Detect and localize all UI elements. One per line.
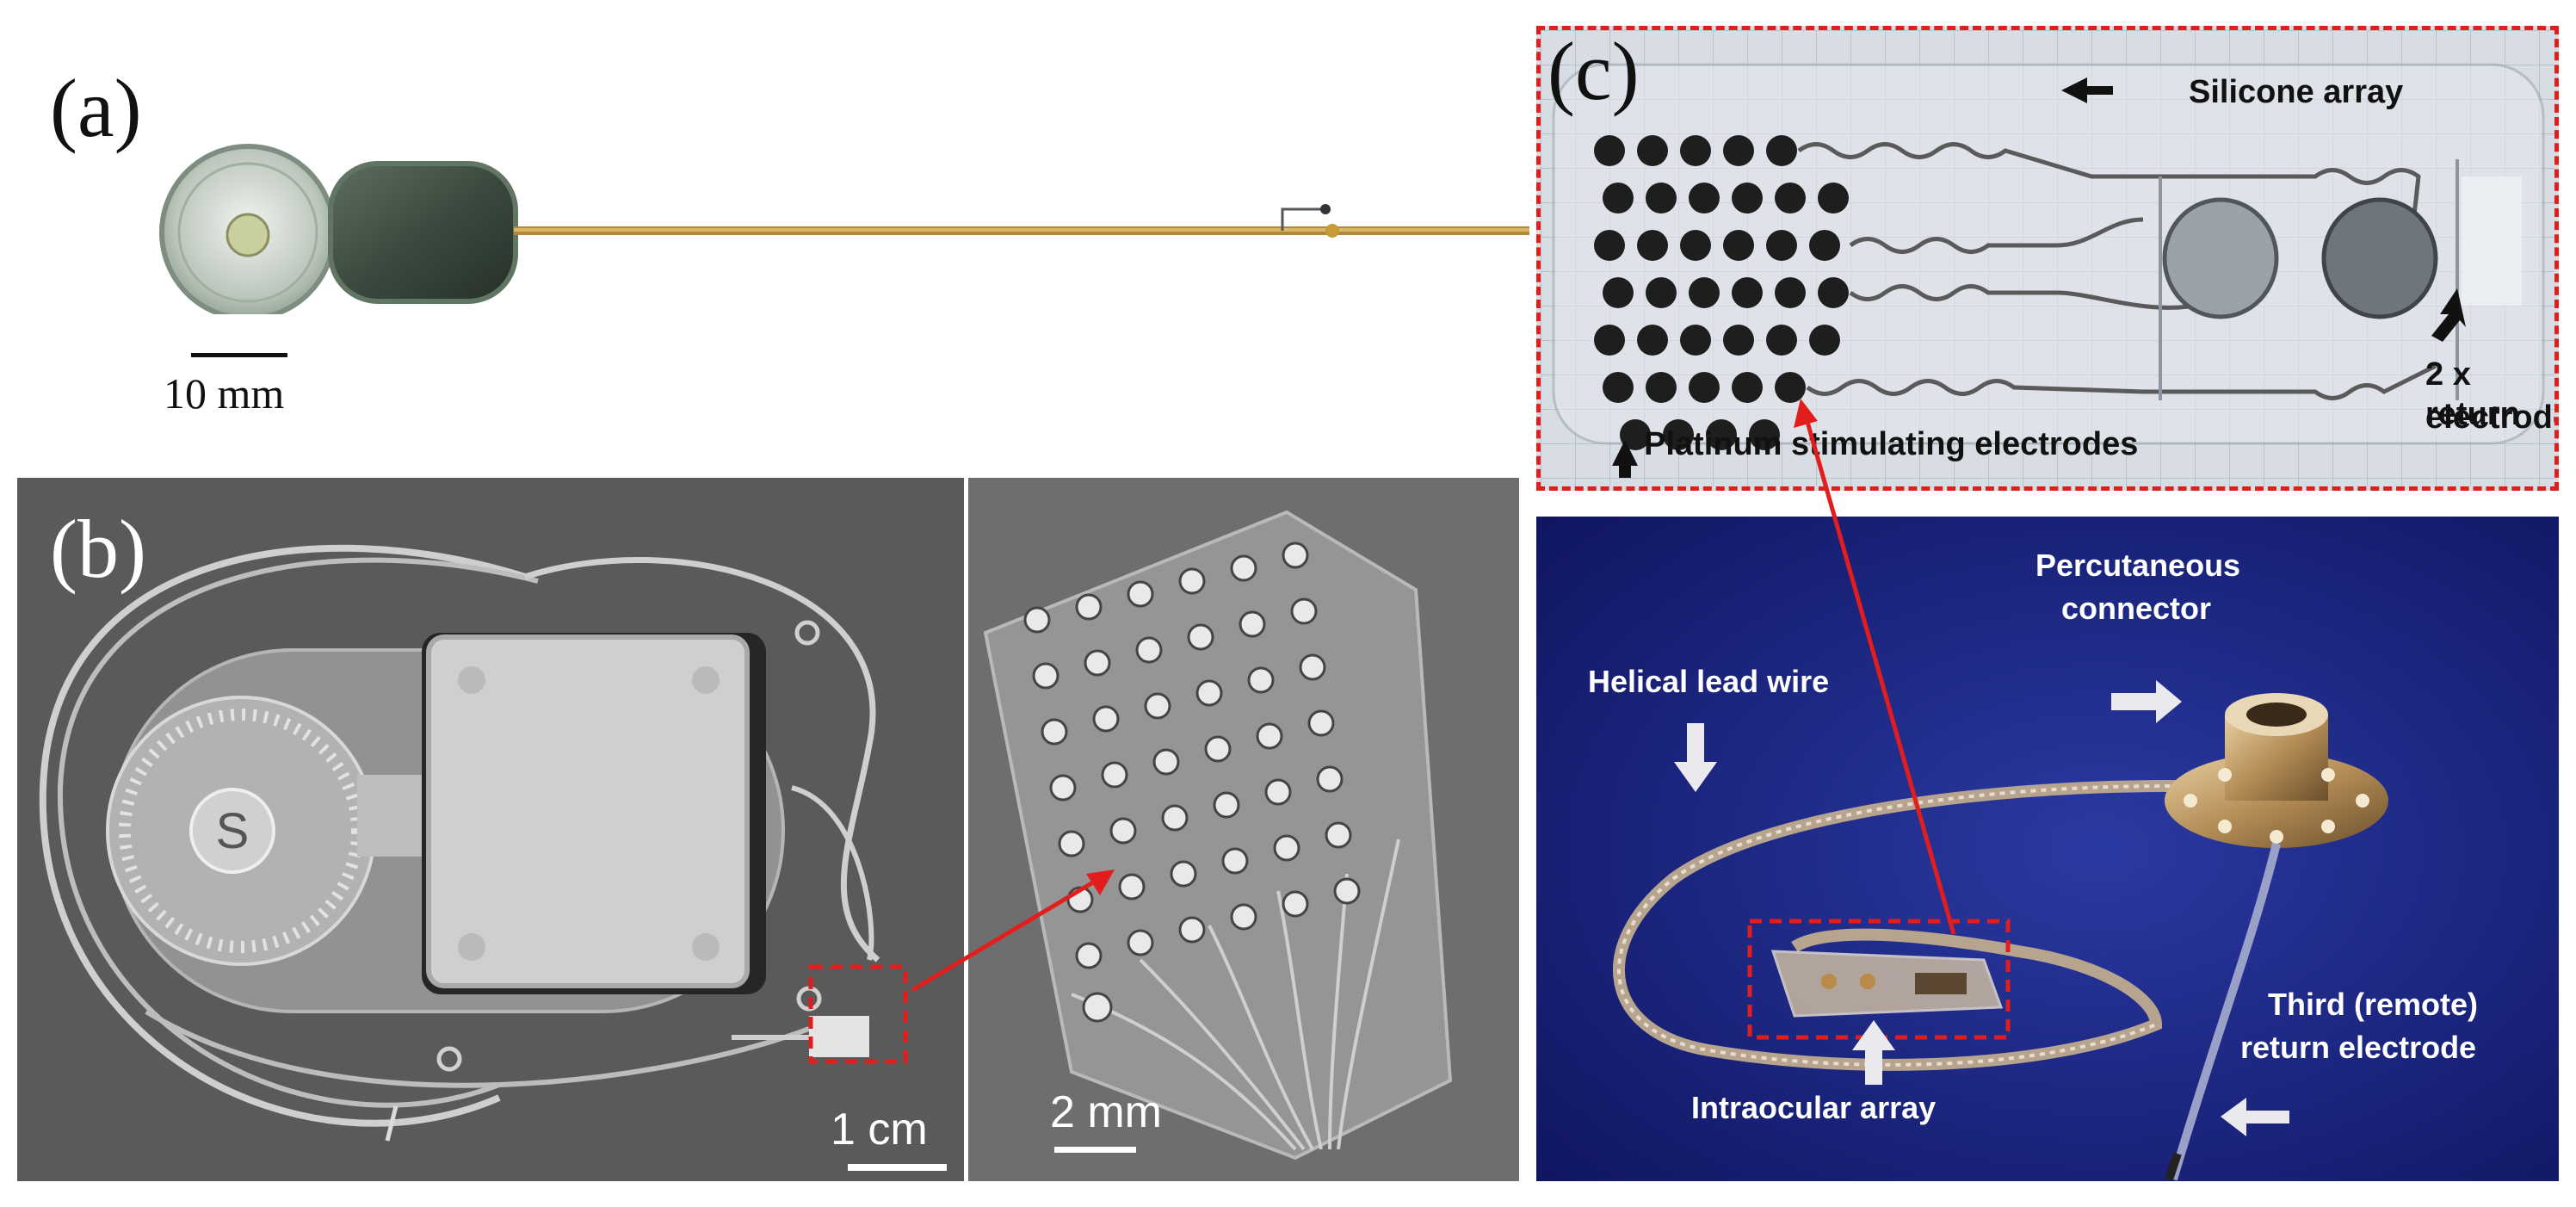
panel-b-left-scale-label: 1 cm — [831, 1105, 928, 1154]
label-helical-lead: Helical lead wire — [1588, 664, 1830, 699]
label-platinum-electrodes: Platinum stimulating electrodes — [1644, 426, 2139, 462]
panel-b-left-photo: S 1 cm — [17, 478, 964, 1181]
panel-b-right-scale-bar — [1054, 1147, 1136, 1153]
panel-a-scale-bar — [191, 353, 287, 357]
panel-a-scale-label: 10 mm — [164, 369, 285, 418]
panel-b-letter: (b) — [50, 503, 146, 595]
label-third-return-1: Third (remote) — [2268, 987, 2479, 1022]
panel-c-letter: (c) — [1547, 26, 1640, 117]
panel-a-photo — [159, 144, 1529, 314]
label-third-return-2: return electrode — [2240, 1030, 2477, 1065]
panel-a-letter: (a) — [50, 62, 142, 154]
panel-b-right-scale-label: 2 mm — [1050, 1087, 1162, 1137]
label-percutaneous-1: Percutaneous — [2035, 548, 2241, 583]
callout-arrow-b — [911, 870, 1115, 993]
panel-c-bottom-photo: Percutaneous connector Helical lead wire… — [1536, 517, 2559, 1181]
label-intraocular-array: Intraocular array — [1691, 1090, 1937, 1125]
panel-b-left-scale-bar — [848, 1164, 947, 1171]
svg-text:S: S — [216, 803, 250, 859]
implant-system-illustration — [1536, 517, 2559, 1181]
electrode-array-closeup — [983, 510, 1453, 1161]
label-silicone-array: Silicone array — [2189, 74, 2404, 110]
panel-b-right-photo: 2 mm — [968, 478, 1519, 1181]
implant-illustration: S — [39, 544, 908, 1142]
label-return-electrodes-1: 2 x return — [2425, 356, 2520, 432]
label-return-electrodes-2: electrodes — [2425, 399, 2554, 436]
callout-arrow-c — [1794, 399, 1956, 935]
panel-c-top-photo: (c) Silicone array 2 x return electrodes… — [1536, 26, 2559, 491]
silicone-array-illustration — [1541, 30, 2554, 486]
label-percutaneous-2: connector — [2061, 591, 2212, 626]
